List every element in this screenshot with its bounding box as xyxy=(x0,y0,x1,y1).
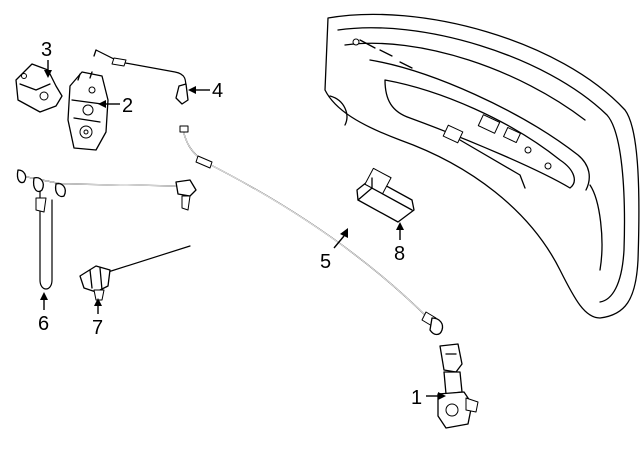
callout-3: 3 xyxy=(41,39,52,61)
leader-lines xyxy=(40,60,446,400)
part-3-bracket xyxy=(15,63,63,113)
callout-8: 8 xyxy=(394,243,405,265)
liftgate-panel xyxy=(324,13,640,319)
callout-6: 6 xyxy=(38,313,49,335)
callout-7: 7 xyxy=(92,317,103,339)
part-5-cable xyxy=(179,125,444,336)
part-4-rod xyxy=(93,49,189,105)
callout-4: 4 xyxy=(212,80,223,102)
callout-1: 1 xyxy=(411,387,422,409)
part-8-switch xyxy=(356,167,415,223)
part-6-cable-assembly xyxy=(16,169,197,290)
part-7-clip xyxy=(79,245,191,301)
part-1-actuator xyxy=(437,343,479,429)
part-2-latch xyxy=(67,71,109,151)
callout-2: 2 xyxy=(122,95,133,117)
callout-5: 5 xyxy=(320,251,331,273)
